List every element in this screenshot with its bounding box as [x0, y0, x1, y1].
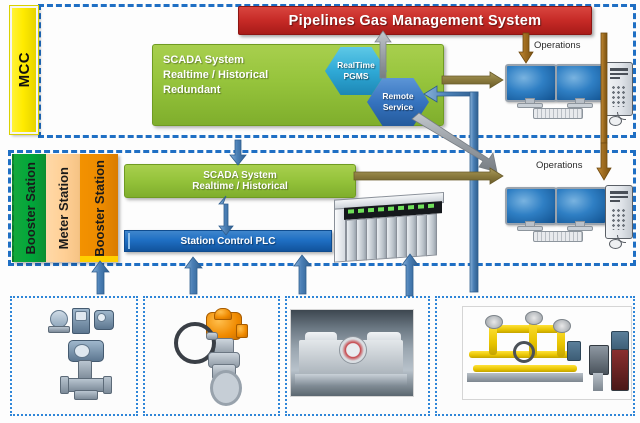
monitor-right-icon: [555, 187, 607, 225]
metering-pipe-run: [473, 365, 577, 372]
scada-system-top-text: SCADA System Realtime / Historical Redun…: [163, 53, 268, 98]
plc-rack-led: [408, 205, 414, 210]
title-banner-text: Pipelines Gas Management System: [288, 12, 542, 29]
hexagon-realtime-pgms-line1: RealTime: [337, 60, 375, 70]
monitor-right-icon: [555, 64, 607, 102]
plc-rack-led: [428, 203, 434, 209]
scada-mid-line2: Realtime / Historical: [192, 181, 288, 192]
valve-equipment-graphic: [162, 308, 266, 410]
scada-top-line2: Realtime / Historical: [163, 69, 269, 81]
label-operations-mid: Operations: [536, 160, 583, 171]
operator-workstation-mid: [505, 185, 635, 249]
scada-top-line1: SCADA System: [163, 54, 244, 66]
pc-tower-icon: [605, 62, 633, 116]
instrument-end-flange: [60, 376, 69, 394]
valve-actuator-cap: [214, 308, 232, 320]
title-banner: Pipelines Gas Management System: [238, 6, 592, 35]
plc-rack-led: [368, 207, 374, 213]
plc-rack-led: [358, 208, 364, 213]
valve-limit-switch: [236, 324, 248, 338]
station-tab-meter-text: Meter Station: [55, 166, 71, 250]
monitor-base: [567, 226, 593, 231]
plc-rack-led: [378, 207, 384, 212]
label-operations-top: Operations: [534, 40, 581, 51]
plc-rack-led: [418, 204, 424, 209]
mouse-icon: [609, 116, 622, 126]
metering-transmitter: [567, 341, 581, 361]
plc-rack-led: [348, 209, 354, 214]
instrument-dial: [97, 313, 106, 322]
instrument-dp-dial: [74, 344, 90, 358]
scada-mid-line1: SCADA System: [203, 170, 277, 181]
label-tab-mcc: MCC: [10, 6, 38, 134]
valve-disc: [210, 370, 242, 406]
monitor-base: [517, 103, 543, 108]
tower-vents: [611, 85, 627, 107]
label-tab-mcc-text: MCC: [15, 52, 33, 88]
monitor-left-icon: [505, 64, 557, 102]
metering-header-pipe: [489, 325, 563, 333]
tower-vents: [611, 208, 627, 230]
instrumentation-equipment-graphic: [48, 306, 126, 410]
metering-riser: [529, 319, 537, 357]
scada-top-line3: Redundant: [163, 84, 221, 96]
metering-valve-joint: [553, 319, 571, 333]
monitor-base: [567, 103, 593, 108]
scada-system-mid-box: SCADA System Realtime / Historical: [124, 164, 356, 198]
hexagon-remote-service-line2: Service: [382, 102, 414, 112]
zone-mcc-boundary: [38, 4, 636, 138]
hexagon-remote-service-line1: Remote: [382, 91, 414, 101]
station-control-plc-text: Station Control PLC: [180, 235, 276, 247]
metering-valve-joint: [525, 311, 543, 325]
tower-slot: [610, 200, 620, 202]
tower-slot: [610, 191, 628, 194]
tower-slot: [610, 196, 628, 198]
plc-rack-module: [426, 213, 437, 257]
station-tab-footer-strip: [80, 256, 118, 262]
keyboard-icon: [533, 108, 583, 119]
keyboard-icon: [533, 231, 583, 242]
station-tab-booster-1: Booster Sation: [12, 154, 46, 262]
instrument-display: [75, 311, 87, 321]
metering-stand: [593, 373, 603, 391]
plc-rack-graphic: [330, 191, 444, 263]
plc-rack-led: [398, 205, 404, 211]
valve-shaft: [206, 332, 218, 340]
metering-valve-joint: [485, 315, 503, 329]
hexagon-realtime-pgms-line2: PGMS: [343, 71, 369, 81]
valve-handwheel: [174, 322, 216, 364]
instrument-flange: [48, 326, 70, 333]
metering-control-cabinet: [611, 349, 629, 391]
compressor-photo: [290, 309, 414, 397]
tower-slot: [610, 68, 628, 71]
station-tab-booster-1-text: Booster Sation: [22, 161, 38, 255]
station-tab-booster-2-text: Booster Station: [91, 159, 107, 257]
zone-station-boundary: [8, 150, 636, 266]
metering-skid-photo: [462, 306, 632, 400]
metering-riser: [489, 325, 497, 355]
metering-flow-computer: [589, 345, 609, 375]
station-tab-booster-2: Booster Station: [80, 154, 118, 262]
tower-slot: [610, 73, 628, 75]
instrument-base: [74, 390, 98, 400]
station-control-plc-bar: Station Control PLC: [124, 230, 332, 252]
instrument-end-flange: [103, 376, 112, 394]
compressor-rotor-flange: [339, 336, 367, 364]
tower-slot: [610, 77, 620, 79]
monitor-left-icon: [505, 187, 557, 225]
monitor-base: [517, 226, 543, 231]
metering-riser: [557, 325, 565, 357]
pc-tower-icon: [605, 185, 633, 239]
mouse-icon: [609, 239, 622, 249]
station-tab-meter: Meter Station: [46, 154, 80, 262]
plc-rack-led: [388, 206, 394, 211]
metering-skid-frame: [467, 373, 583, 382]
compressor-skid-base: [295, 374, 407, 386]
metering-control-cabinet-top: [611, 331, 629, 351]
metering-handwheel: [513, 341, 535, 363]
operator-workstation-top: [505, 62, 635, 126]
instrument-stem: [78, 360, 92, 380]
